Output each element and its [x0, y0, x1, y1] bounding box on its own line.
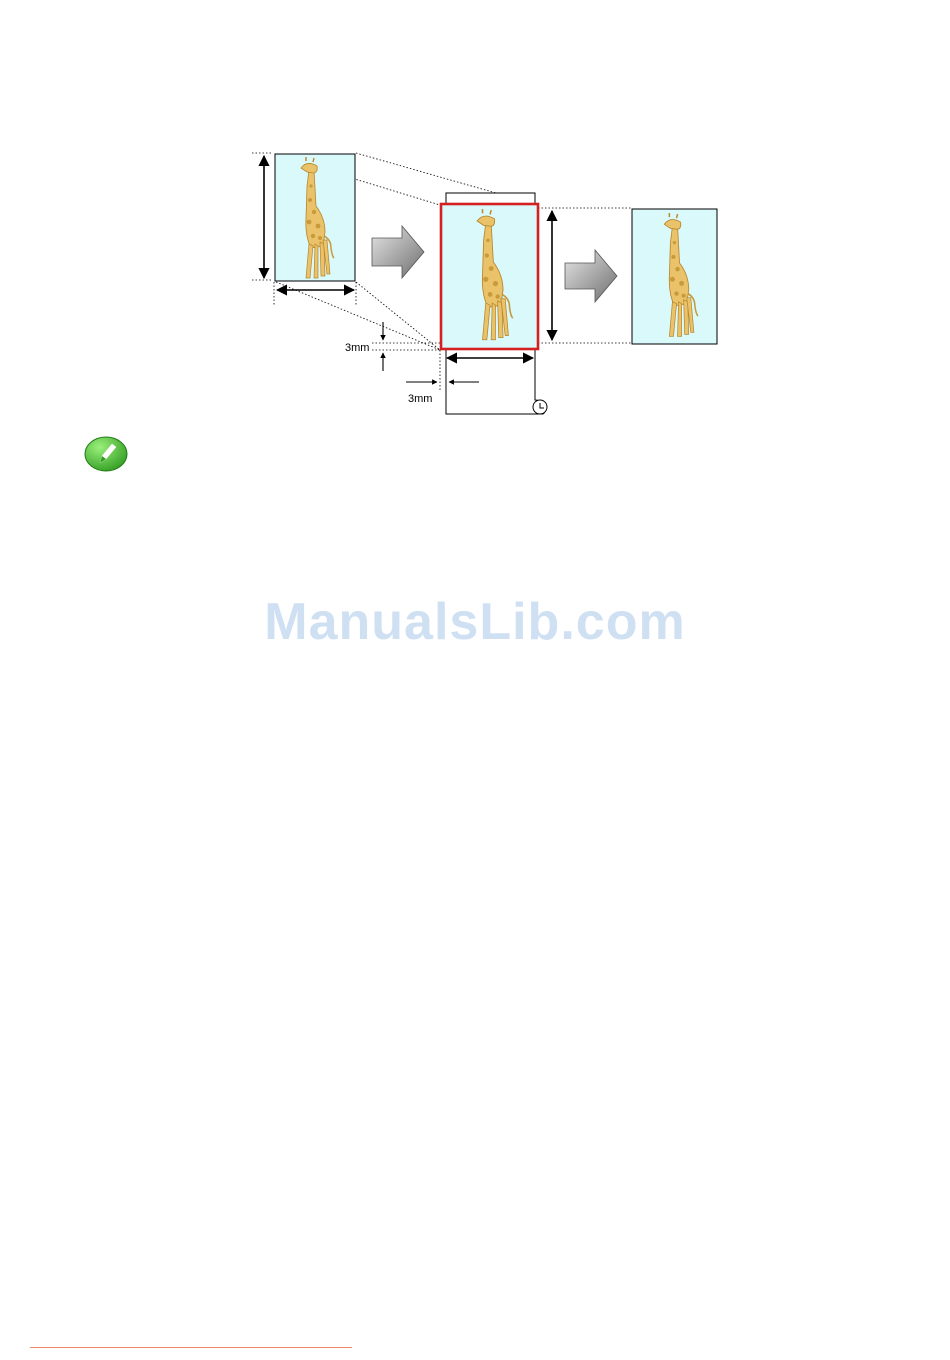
print-area	[441, 204, 538, 349]
horizontal-margin-label: 3mm	[408, 393, 432, 405]
enlargement-diagram: 3mm 3mm	[0, 0, 950, 430]
vertical-margin-label: 3mm	[345, 342, 369, 354]
footer-rule	[30, 1347, 352, 1348]
pencil-note-icon	[84, 436, 128, 472]
printed-result	[632, 209, 717, 344]
process-arrow-2	[565, 250, 617, 302]
watermark: ManualsLib.com	[0, 592, 950, 652]
original-image	[275, 154, 355, 281]
process-arrow-1	[372, 226, 424, 278]
